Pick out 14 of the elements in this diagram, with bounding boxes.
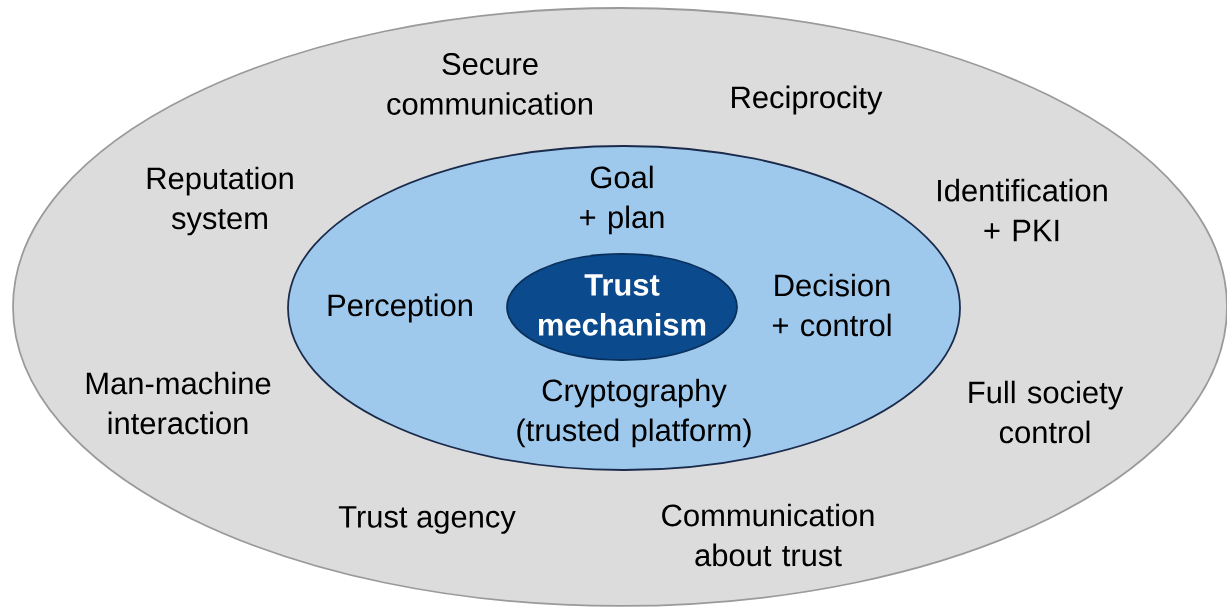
ellipse-label: Full society control: [969, 380, 1124, 444]
ellipse-label: Trust mechanism: [538, 274, 706, 336]
ellipse-label: Reputation system: [147, 166, 293, 236]
ellipse-label: Perception: [328, 293, 472, 323]
ellipse-label: Identification + PKI: [938, 178, 1107, 242]
ellipse-label: Man-machine interaction: [86, 371, 271, 435]
ellipse-label: Cryptography (trusted platform): [517, 378, 751, 448]
ellipse-label: Goal + plan: [580, 165, 664, 235]
ellipse-label: Reciprocity: [732, 85, 883, 115]
inner-ellipse: [506, 253, 738, 361]
ellipse-label: Decision + control: [772, 273, 891, 337]
ellipse-label: Secure communication: [387, 53, 592, 115]
ellipse-label: Communication about trust: [662, 503, 874, 567]
ellipse-label: Trust agency: [338, 506, 516, 534]
